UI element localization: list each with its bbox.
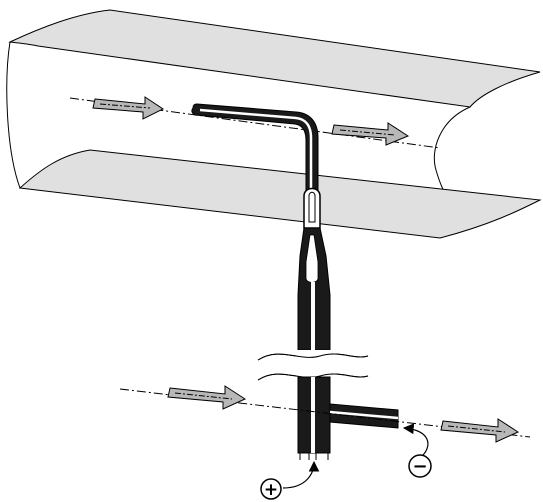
plus-label: +: [264, 480, 278, 500]
duct-right-edge: [433, 106, 471, 195]
duct-bottom-plate: [18, 149, 542, 239]
plus-callout-arrow: [282, 460, 320, 489]
minus-terminal-icon: −: [408, 454, 432, 478]
flow-arrow-icon-lower-left: [167, 385, 247, 410]
break-line-icon: [257, 350, 369, 381]
minus-callout-arrow: [402, 423, 429, 459]
flow-centerline-upper: [69, 97, 441, 149]
pitot-tube-stem-upper: [303, 187, 321, 229]
pitot-tube-taper: [297, 227, 331, 352]
pitot-tube-lower-body: [297, 376, 399, 460]
flow-arrow-icon-lower-right: [440, 418, 520, 443]
minus-label: −: [412, 456, 427, 477]
plus-terminal-icon: +: [260, 478, 282, 500]
flow-arrow-icon-upper-left: [92, 96, 164, 120]
duct-top-plate: [8, 9, 541, 108]
duct-left-edge: [6, 41, 35, 189]
flow-arrow-icon-upper-right: [331, 122, 410, 146]
